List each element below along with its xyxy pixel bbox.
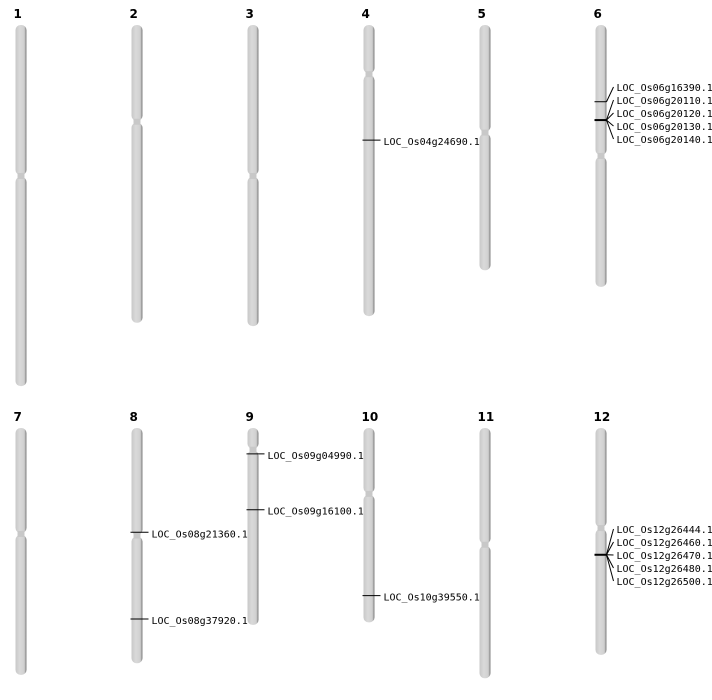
centromere bbox=[17, 530, 25, 537]
chromosome-arm-q bbox=[247, 450, 259, 625]
chromosome-arm-p bbox=[15, 428, 27, 533]
chromosome-arm-q bbox=[595, 156, 607, 287]
chromosome-arm-q bbox=[247, 176, 259, 327]
chromosome-label: 4 bbox=[362, 7, 370, 21]
chromosome-label: 8 bbox=[130, 410, 138, 424]
gene-label: LOC_Os12g26500.1 bbox=[617, 577, 712, 588]
gene-label: LOC_Os08g21360.1 bbox=[152, 529, 248, 540]
chromosome-arm-q bbox=[131, 122, 143, 323]
chromosome-arm-p bbox=[595, 25, 607, 155]
gene-connector bbox=[606, 528, 614, 555]
chromosome-arm-p bbox=[363, 428, 375, 493]
centromere bbox=[481, 129, 489, 136]
gene-label: LOC_Os06g16390.1 bbox=[617, 83, 712, 94]
gene-label: LOC_Os12g26460.1 bbox=[617, 538, 712, 549]
centromere bbox=[17, 172, 25, 179]
chromosome-label: 6 bbox=[594, 7, 602, 21]
chromosome-arm-q bbox=[131, 536, 143, 664]
chromosome-arm-q bbox=[479, 545, 491, 679]
chromosome-arm-q bbox=[363, 75, 375, 317]
chromosome-arm-p bbox=[131, 25, 143, 121]
chromosome-arm-q bbox=[15, 534, 27, 675]
chromosome-arm-p bbox=[131, 428, 143, 535]
gene-label: LOC_Os12g26444.1 bbox=[617, 525, 712, 536]
centromere bbox=[133, 532, 141, 539]
gene-connector bbox=[606, 554, 614, 569]
chromosome-arm-p bbox=[247, 428, 259, 449]
chromosome-arm-p bbox=[15, 25, 27, 175]
gene-connector bbox=[606, 99, 614, 121]
chromosome-label: 2 bbox=[130, 7, 138, 21]
gene-label: LOC_Os06g20130.1 bbox=[617, 122, 712, 133]
centromere bbox=[365, 490, 373, 497]
gene-label: LOC_Os06g20110.1 bbox=[617, 96, 712, 107]
chromosome-label: 11 bbox=[478, 410, 495, 424]
centromere bbox=[481, 541, 489, 548]
gene-connector bbox=[606, 86, 614, 102]
gene-connector bbox=[606, 112, 614, 121]
gene-connector bbox=[606, 554, 614, 582]
gene-label: LOC_Os09g16100.1 bbox=[268, 507, 364, 518]
chromosome-arm-q bbox=[15, 176, 27, 387]
chromosome-arm-p bbox=[595, 428, 607, 528]
centromere bbox=[133, 118, 141, 125]
chromosome-arm-q bbox=[595, 529, 607, 655]
chromosome-arm-q bbox=[479, 133, 491, 271]
gene-label: LOC_Os06g20140.1 bbox=[617, 135, 712, 146]
gene-connector bbox=[606, 541, 614, 556]
chromosome-arm-q bbox=[363, 494, 375, 623]
gene-label: LOC_Os06g20120.1 bbox=[617, 109, 712, 120]
chromosome-arm-p bbox=[479, 25, 491, 132]
centromere bbox=[597, 152, 605, 159]
gene-label: LOC_Os04g24690.1 bbox=[384, 137, 480, 148]
chromosome-label: 1 bbox=[14, 7, 22, 21]
centromere bbox=[365, 71, 373, 78]
chromosome-label: 12 bbox=[594, 410, 611, 424]
gene-label: LOC_Os12g26470.1 bbox=[617, 551, 712, 562]
chromosome-label: 3 bbox=[246, 7, 254, 21]
centromere bbox=[597, 525, 605, 532]
gene-connector bbox=[606, 119, 614, 140]
centromere bbox=[249, 172, 257, 179]
chromosome-arm-p bbox=[363, 25, 375, 74]
gene-label: LOC_Os08g37920.1 bbox=[152, 616, 248, 627]
chromosome-arm-p bbox=[479, 428, 491, 544]
chromosome-label: 5 bbox=[478, 7, 486, 21]
chromosome-label: 7 bbox=[14, 410, 22, 424]
gene-label: LOC_Os09g04990.1 bbox=[268, 451, 364, 462]
gene-label: LOC_Os12g26480.1 bbox=[617, 564, 712, 575]
chromosome-label: 10 bbox=[362, 410, 379, 424]
gene-connector bbox=[606, 119, 614, 127]
chromosome-arm-p bbox=[247, 25, 259, 175]
gene-label: LOC_Os10g39550.1 bbox=[384, 593, 480, 604]
chromosome-label: 9 bbox=[246, 410, 254, 424]
centromere bbox=[249, 446, 257, 453]
